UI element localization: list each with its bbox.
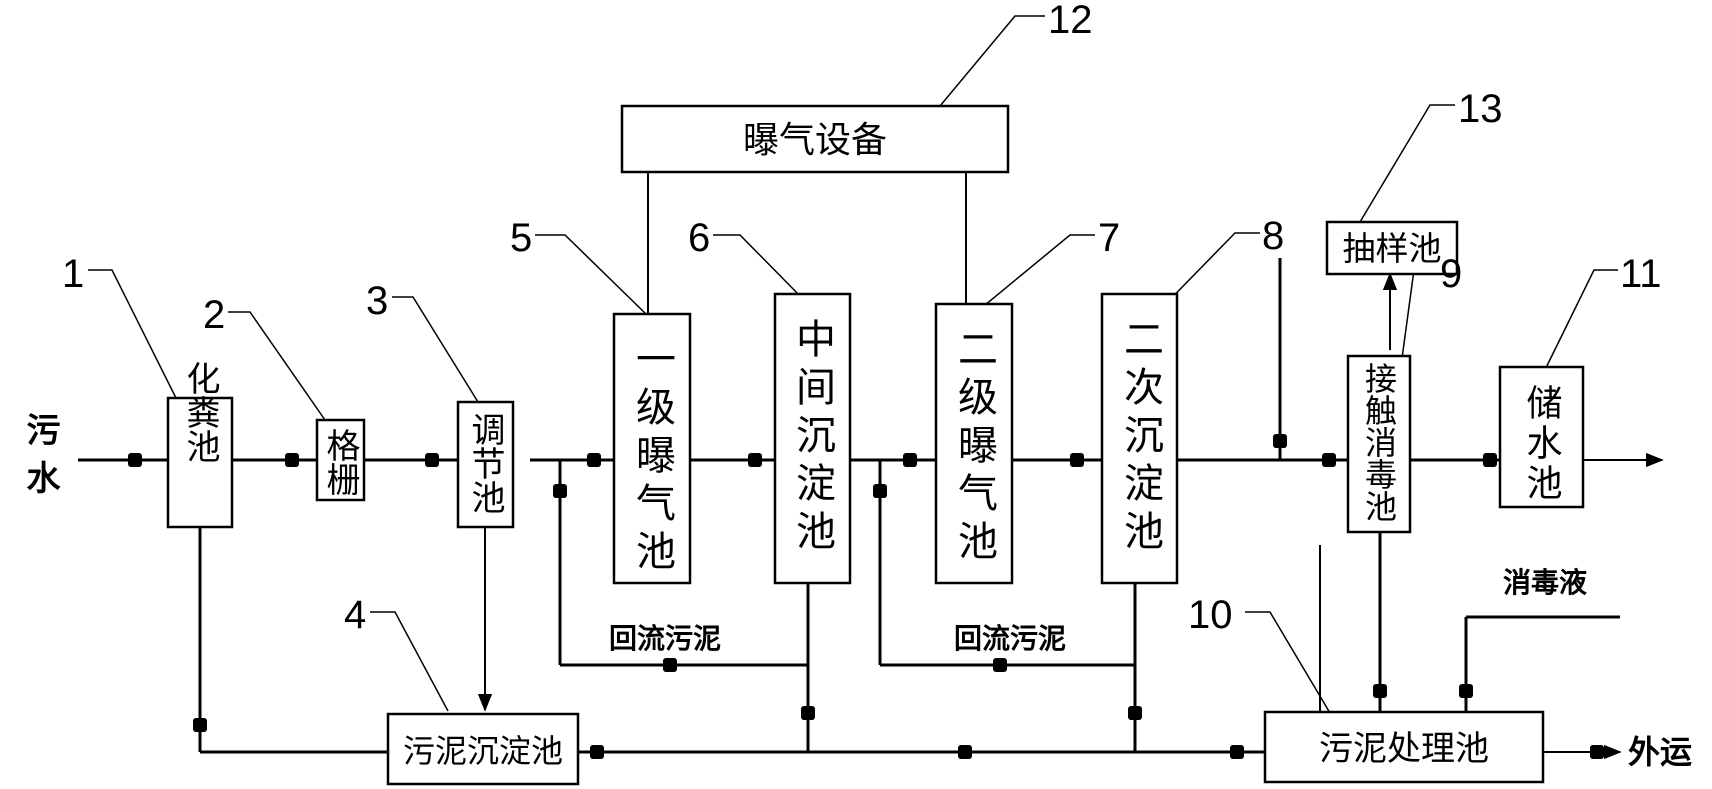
- valve: [590, 745, 604, 759]
- ref-number-8: 8: [1262, 214, 1284, 258]
- valve: [1322, 453, 1336, 467]
- valve: [553, 484, 567, 498]
- disinfectant-label: 消毒液: [1503, 566, 1587, 599]
- outbound-label: 外运: [1628, 733, 1692, 771]
- unit-sludge-settling-tank: [386, 712, 580, 786]
- return-sludge-label-1: 回流污泥: [609, 622, 721, 655]
- ref-number-1: 1: [62, 252, 84, 296]
- valves: [128, 434, 1604, 759]
- unit-sludge-treatment-tank: [1263, 710, 1545, 784]
- valve: [993, 658, 1007, 672]
- valve: [1070, 453, 1084, 467]
- ref-number-7: 7: [1098, 216, 1120, 260]
- ref-number-6: 6: [688, 216, 710, 260]
- aeration-equipment-label: 曝气设备: [743, 120, 887, 161]
- valve: [587, 453, 601, 467]
- unit-aeration-equipment: [620, 104, 1010, 174]
- valve: [1590, 745, 1604, 759]
- unit-secondary-aeration-tank: [934, 302, 1014, 585]
- valve: [1273, 434, 1287, 448]
- sludge-treatment-tank-label: 污泥处理池: [1319, 729, 1489, 769]
- unit-screen: [315, 418, 366, 502]
- valve: [425, 453, 439, 467]
- storage-tank-label: 储水池: [1521, 384, 1563, 504]
- ref-number-4: 4: [344, 593, 366, 637]
- valve: [1373, 684, 1387, 698]
- valve: [193, 718, 207, 732]
- valve: [801, 706, 815, 720]
- unit-septic-tank: [166, 396, 234, 529]
- unit-intermediate-settling-tank: [773, 292, 852, 585]
- septic-tank-label: 化粪池: [180, 361, 220, 463]
- secondary-aeration-tank-label: 二级曝气池: [951, 328, 997, 568]
- unit-contact-disinfection-tank: [1346, 354, 1412, 534]
- secondary-settling-tank-label: 二次沉淀池: [1117, 318, 1163, 558]
- ref-number-12: 12: [1048, 0, 1093, 42]
- valve: [663, 658, 677, 672]
- equalization-tank-label: 调节池: [465, 412, 505, 514]
- return-sludge-label-2: 回流污泥: [954, 622, 1066, 655]
- unit-storage-tank: [1498, 365, 1585, 509]
- contact-disinfection-tank-label: 接触消毒池: [1360, 362, 1398, 522]
- reference-numbers: 1 2 3 4 5 6 7 8 9 10 11 12 13: [62, 0, 1662, 637]
- ref-number-9: 9: [1440, 252, 1462, 296]
- unit-secondary-settling-tank: [1100, 292, 1179, 585]
- ref-number-13: 13: [1458, 87, 1503, 131]
- unit-sampling-tank: [1325, 220, 1459, 276]
- valve: [128, 453, 142, 467]
- valve: [958, 745, 972, 759]
- ref-number-2: 2: [203, 293, 225, 337]
- ref-number-10: 10: [1188, 593, 1233, 637]
- valve: [1230, 745, 1244, 759]
- valve: [903, 453, 917, 467]
- valve: [873, 484, 887, 498]
- ref-number-5: 5: [510, 216, 532, 260]
- vertical-labels: 化粪池 格栅 调节池 一级曝气池 中间沉淀池 二级曝气池 二次沉淀池 接触消毒池…: [20, 318, 1563, 578]
- unit-equalization-tank: [456, 400, 515, 529]
- valve: [1483, 453, 1497, 467]
- screen-label: 格栅: [320, 428, 360, 496]
- intermediate-settling-tank-label: 中间沉淀池: [789, 318, 835, 558]
- valve: [285, 453, 299, 467]
- ref-number-11: 11: [1620, 252, 1662, 296]
- unit-primary-aeration-tank: [612, 312, 692, 585]
- sampling-tank-label: 抽样池: [1343, 229, 1442, 268]
- valve: [1128, 706, 1142, 720]
- valve: [748, 453, 762, 467]
- sewage-inlet-label: 污水: [20, 412, 60, 508]
- primary-aeration-tank-label: 一级曝气池: [629, 338, 675, 578]
- valve: [1459, 684, 1473, 698]
- ref-number-3: 3: [366, 279, 388, 323]
- horizontal-labels: 曝气设备 抽样池 污泥沉淀池 污泥处理池 回流污泥 回流污泥 消毒液 外运: [403, 120, 1692, 771]
- sludge-settling-tank-label: 污泥沉淀池: [403, 732, 563, 770]
